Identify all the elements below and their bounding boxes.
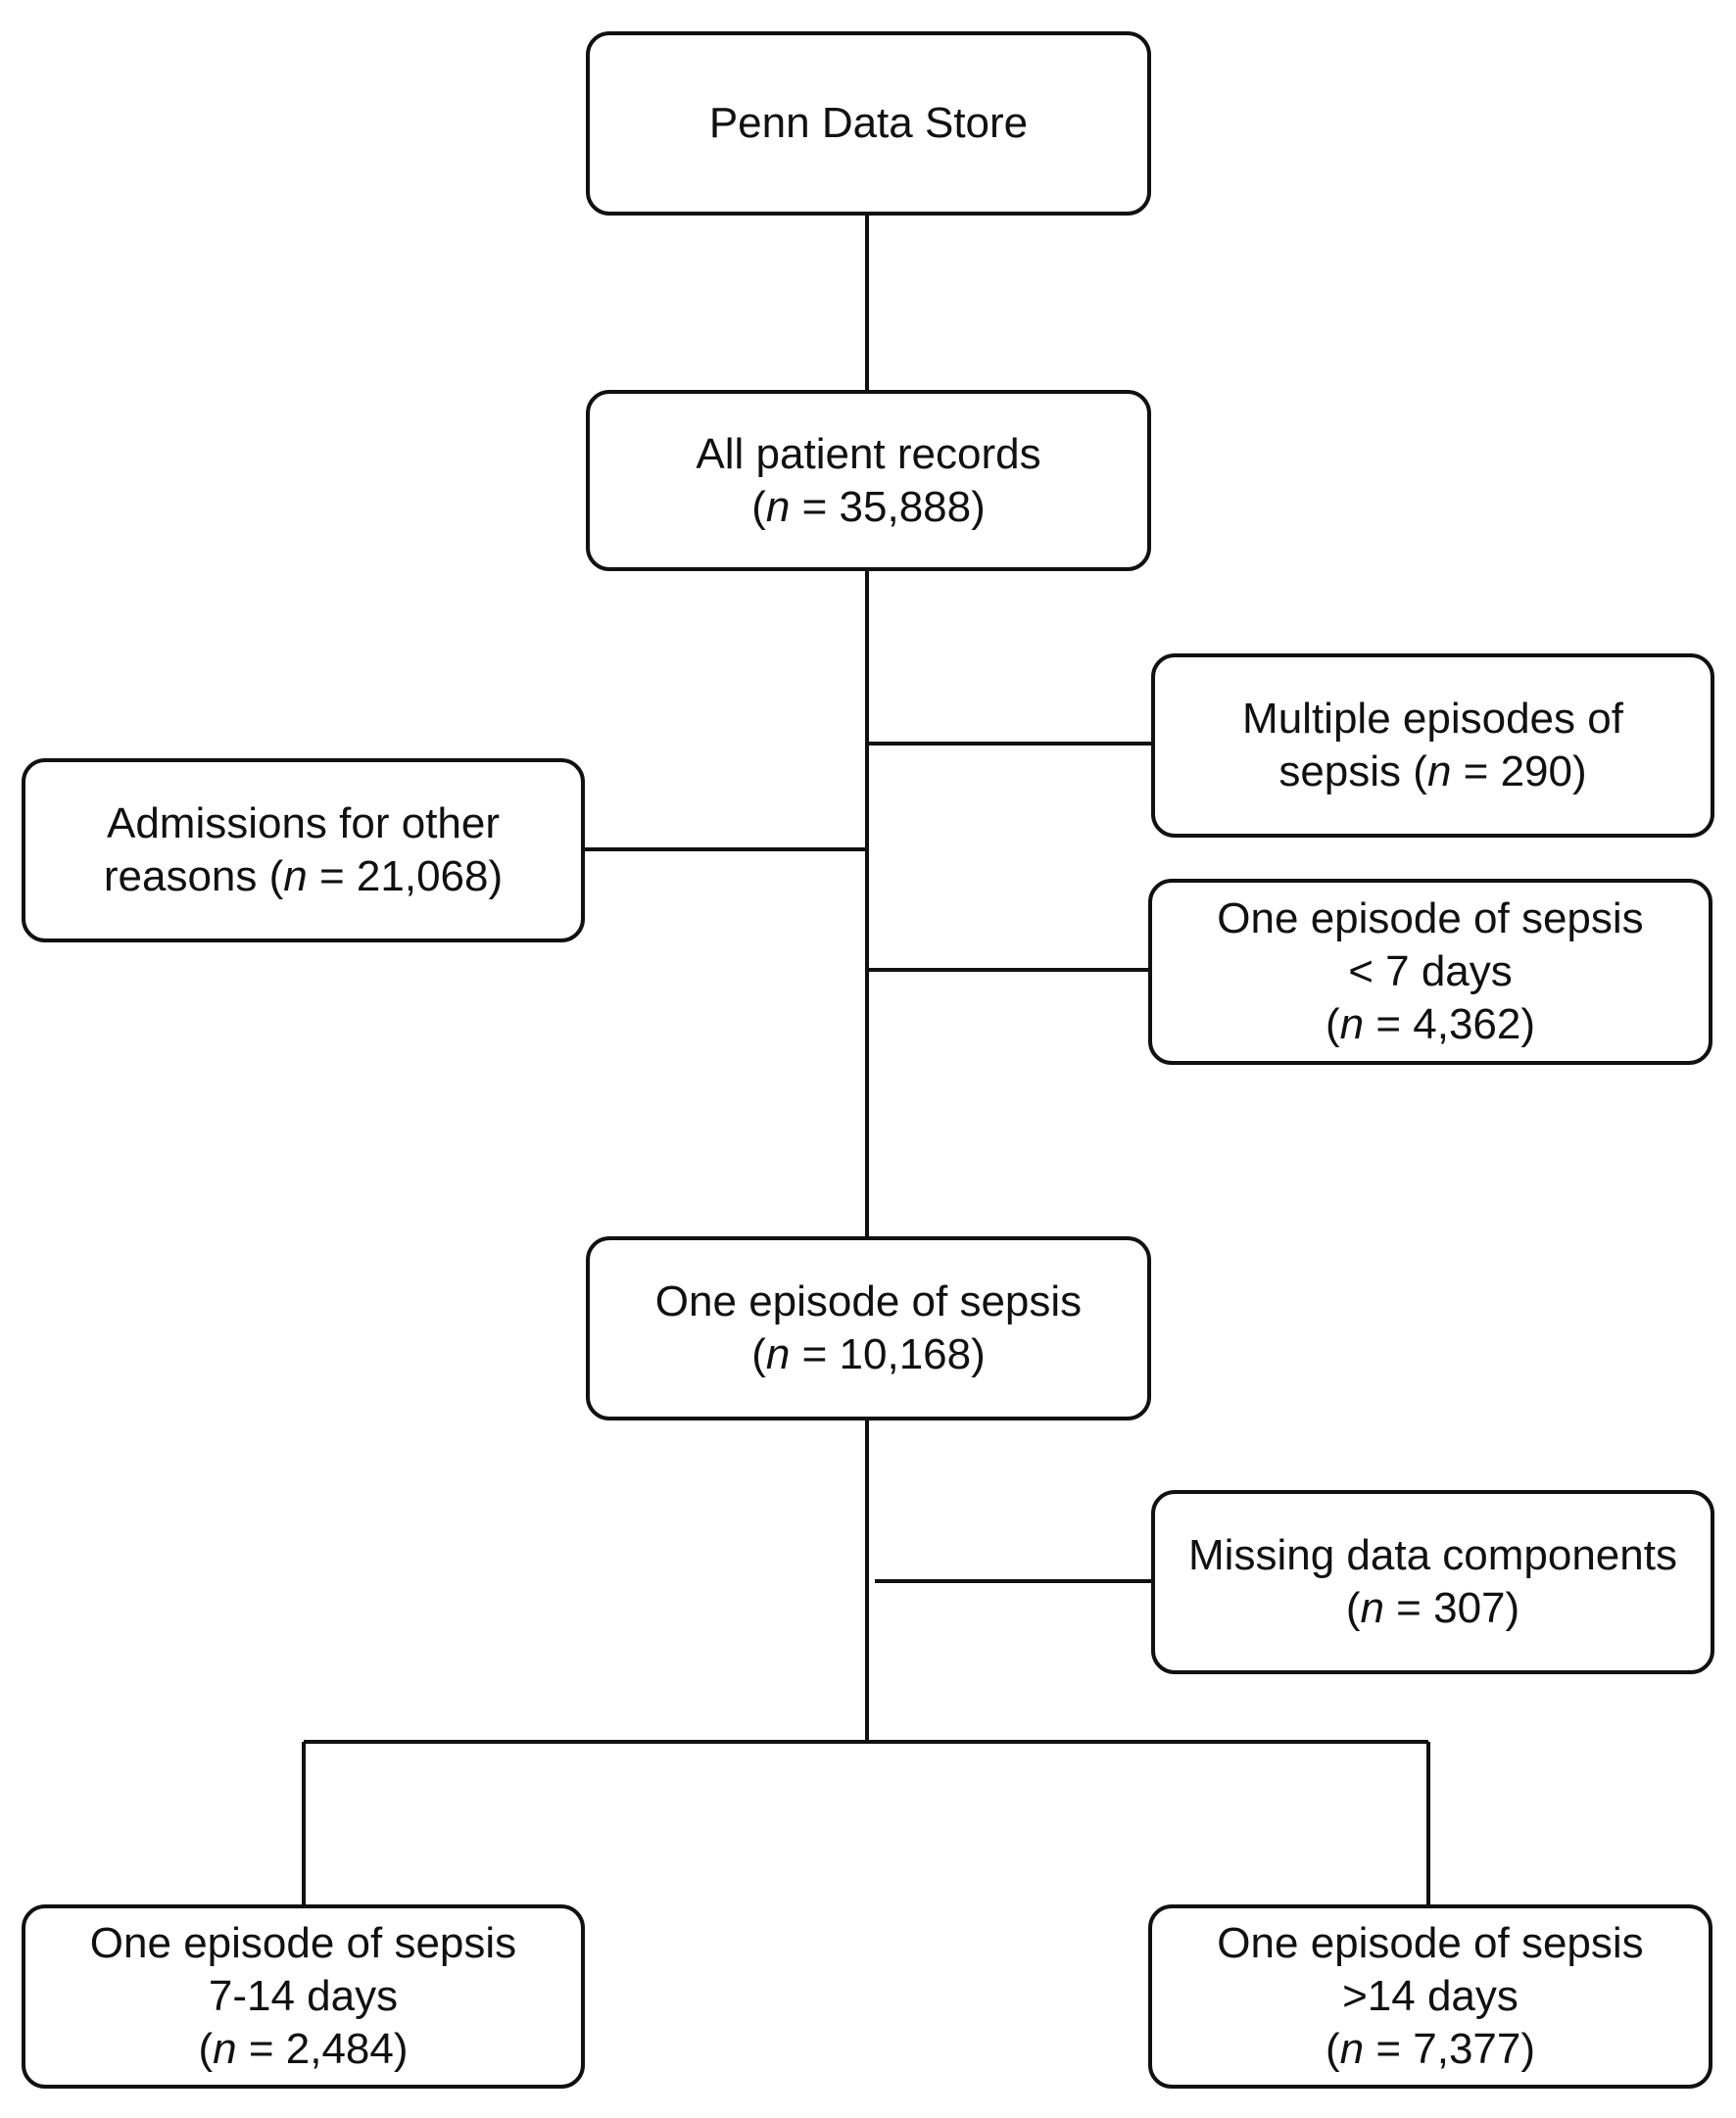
box-count: (n = 2,484): [198, 2025, 409, 2073]
box-label-count: reasons (n = 21,068): [103, 852, 504, 900]
box-label: One episode of sepsis: [89, 1919, 517, 1967]
box-label: All patient records: [696, 429, 1041, 478]
box-label: Missing data components: [1188, 1531, 1677, 1579]
box-count: (n = 307): [1345, 1584, 1520, 1632]
box-label: < 7 days: [1348, 947, 1513, 995]
admissions-other-box: Admissions for other reasons (n = 21,068…: [22, 758, 585, 942]
one-episode-total-box: One episode of sepsis (n = 10,168): [586, 1236, 1151, 1420]
box-label: One episode of sepsis: [1217, 894, 1644, 942]
box-count: (n = 35,888): [751, 482, 986, 531]
box-label: Penn Data Store: [708, 99, 1029, 147]
box-count: (n = 10,168): [751, 1330, 986, 1378]
box-label: One episode of sepsis: [1217, 1919, 1644, 1967]
one-episode-lt7-box: One episode of sepsis < 7 days (n = 4,36…: [1148, 879, 1712, 1065]
multiple-episodes-box: Multiple episodes of sepsis (n = 290): [1151, 653, 1714, 838]
box-count: (n = 7,377): [1325, 2025, 1536, 2073]
penn-data-store-box: Penn Data Store: [586, 31, 1151, 216]
box-label: Admissions for other: [106, 799, 501, 847]
box-label: 7-14 days: [208, 1972, 399, 2020]
box-count: (n = 4,362): [1325, 1000, 1536, 1048]
box-label-count: sepsis (n = 290): [1278, 747, 1587, 795]
one-episode-7-14-box: One episode of sepsis 7-14 days (n = 2,4…: [22, 1904, 585, 2089]
missing-data-box: Missing data components (n = 307): [1151, 1490, 1714, 1674]
box-label: One episode of sepsis: [654, 1277, 1083, 1325]
all-patient-records-box: All patient records (n = 35,888): [586, 390, 1151, 571]
box-label: >14 days: [1342, 1972, 1519, 2020]
box-label: Multiple episodes of: [1242, 695, 1623, 743]
one-episode-gt14-box: One episode of sepsis >14 days (n = 7,37…: [1148, 1904, 1712, 2089]
